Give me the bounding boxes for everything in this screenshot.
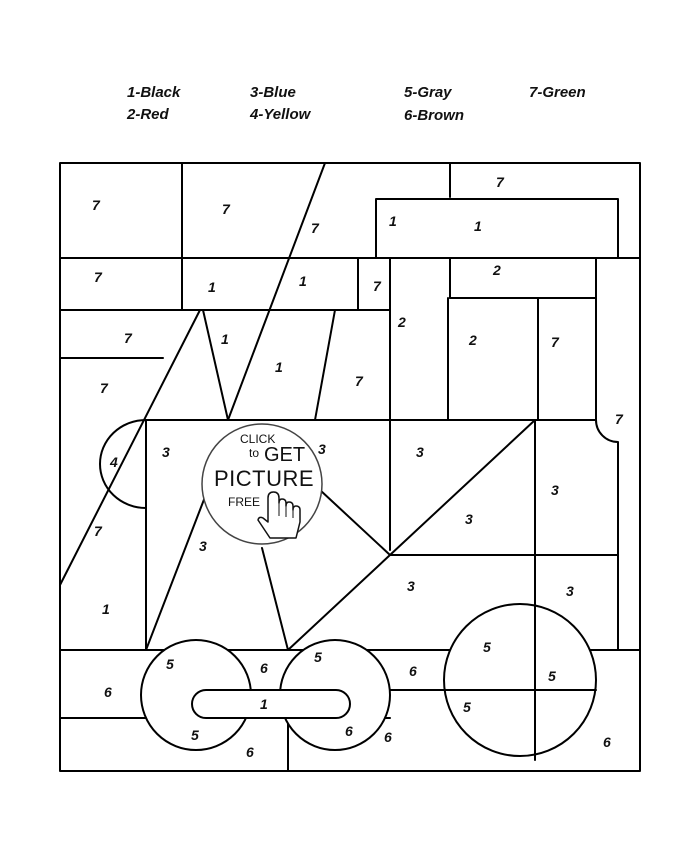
region-number: 7	[496, 174, 505, 190]
region-number: 2	[492, 262, 501, 278]
region-number: 3	[465, 511, 473, 527]
legend-blue: 3-Blue	[250, 84, 296, 101]
region-number: 5	[548, 668, 556, 684]
region-number: 5	[314, 649, 322, 665]
wheel-large	[443, 603, 597, 757]
badge-get-text: GET	[264, 444, 305, 466]
region-number: 3	[551, 482, 559, 498]
legend-gray: 5-Gray	[404, 84, 452, 101]
region-number: 7	[94, 523, 103, 539]
region-number: 5	[483, 639, 491, 655]
region-number: 7	[100, 380, 109, 396]
region-number: 6	[603, 734, 611, 750]
outer-frame	[59, 162, 641, 772]
legend-brown: 6-Brown	[404, 107, 464, 124]
region-number: 7	[92, 197, 101, 213]
region-number: 1	[389, 213, 397, 229]
legend-green: 7-Green	[529, 84, 586, 101]
region-number: 7	[615, 411, 624, 427]
legend-yellow: 4-Yellow	[250, 106, 311, 123]
region-number: 7	[373, 278, 382, 294]
region-numbers: 7 7 7 1 1 7 7 1 1 7 2 7 1 1 2 2 7 7 7 4 …	[92, 174, 624, 760]
badge-free-text: FREE	[228, 495, 260, 509]
region-number: 2	[397, 314, 406, 330]
badge-click-text: CLICK	[240, 432, 275, 446]
connecting-rod	[191, 689, 351, 719]
badge-to-text: to	[249, 446, 259, 460]
badge-picture-text: PICTURE	[214, 466, 314, 491]
region-number: 1	[275, 359, 283, 375]
region-number: 1	[260, 696, 268, 712]
region-number: 3	[318, 441, 326, 457]
region-number: 5	[191, 727, 199, 743]
region-number: 7	[124, 330, 133, 346]
region-number: 1	[102, 601, 110, 617]
region-number: 6	[260, 660, 268, 676]
region-number: 7	[355, 373, 364, 389]
region-number: 3	[407, 578, 415, 594]
region-number: 7	[94, 269, 103, 285]
legend-black: 1-Black	[127, 84, 181, 101]
region-number: 1	[299, 273, 307, 289]
region-number: 7	[222, 201, 231, 217]
hand-pointer-icon	[257, 491, 301, 539]
region-number: 1	[221, 331, 229, 347]
region-number: 1	[208, 279, 216, 295]
region-number: 1	[474, 218, 482, 234]
region-number: 3	[162, 444, 170, 460]
region-number: 6	[384, 729, 392, 745]
region-number: 3	[416, 444, 424, 460]
region-number: 7	[311, 220, 320, 236]
region-number: 3	[566, 583, 574, 599]
region-number: 5	[166, 656, 174, 672]
region-number: 6	[246, 744, 254, 760]
outlines	[59, 162, 641, 772]
region-number: 4	[109, 454, 118, 470]
region-number: 2	[468, 332, 477, 348]
region-number: 3	[199, 538, 207, 554]
get-picture-badge[interactable]: CLICK to GET PICTURE FREE	[201, 423, 323, 545]
region-number: 6	[409, 663, 417, 679]
legend-red: 2-Red	[127, 106, 169, 123]
region-number: 6	[345, 723, 353, 739]
region-number: 6	[104, 684, 112, 700]
region-number: 5	[463, 699, 471, 715]
region-number: 7	[551, 334, 560, 350]
